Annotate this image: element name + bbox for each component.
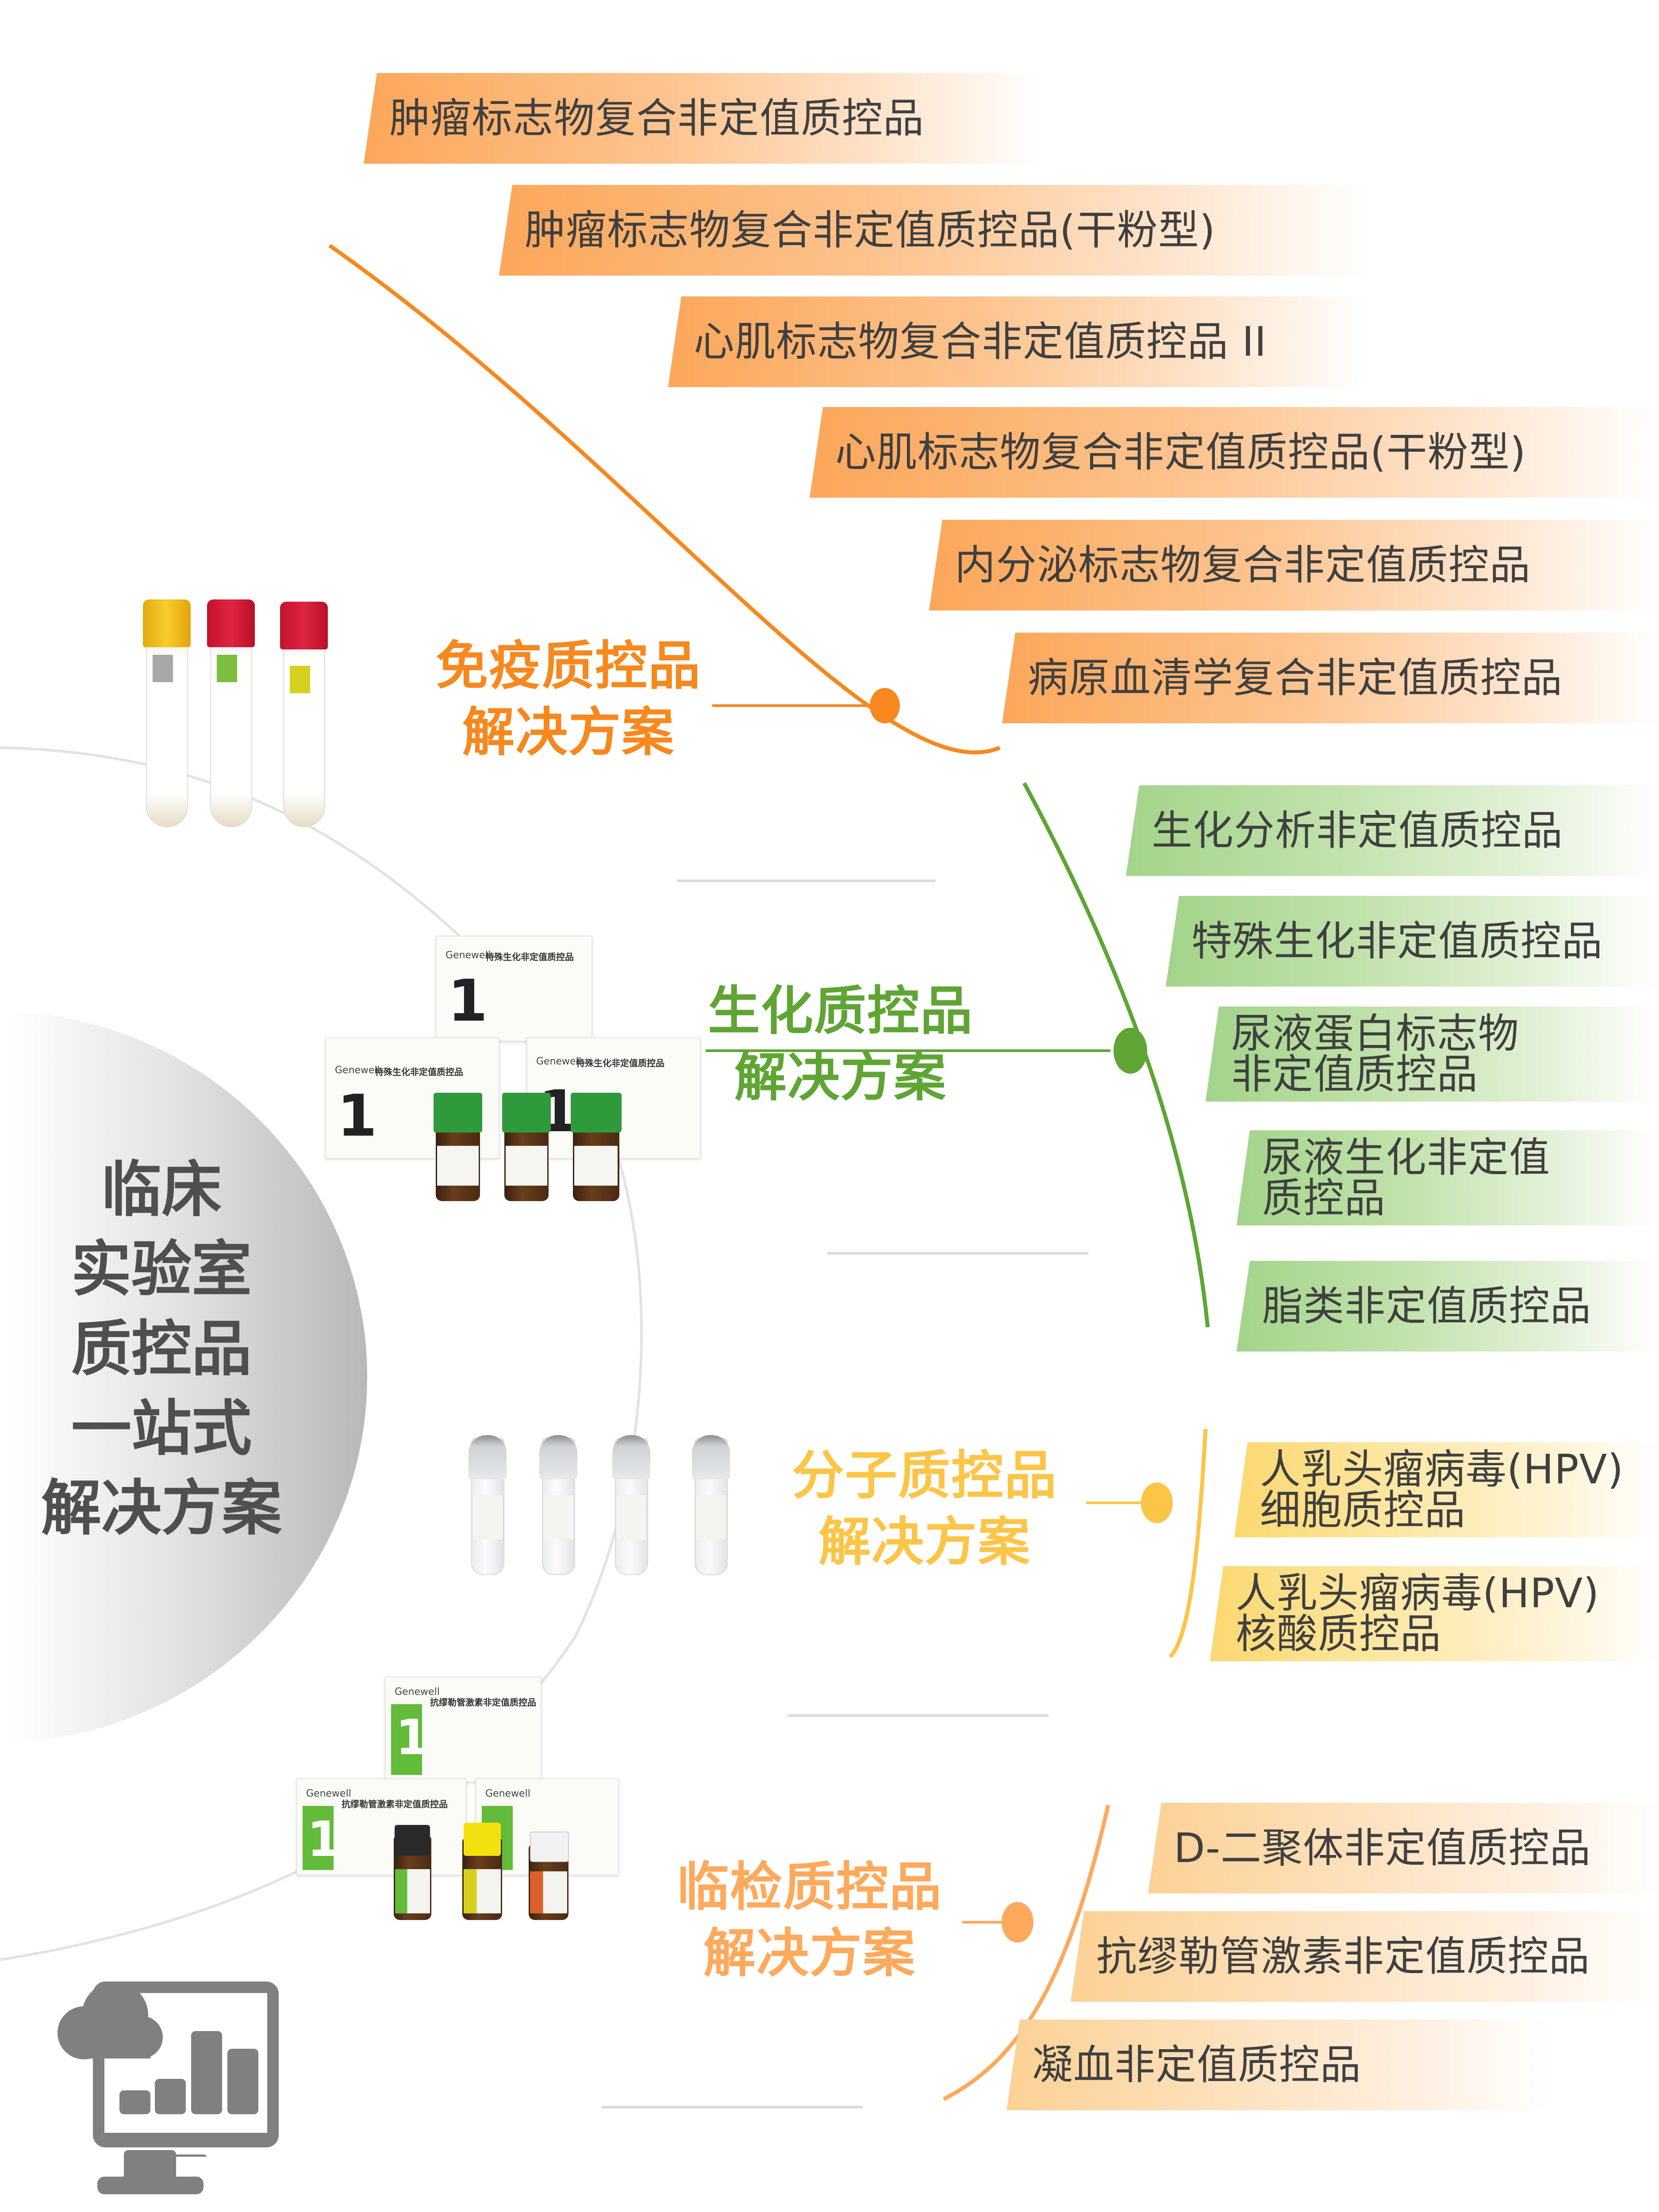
hero-line: 临床 [101,1155,222,1225]
product-banner-biochem-3[interactable]: 尿液蛋白标志物 非定值质控品 [1206,1006,1659,1102]
banner-label: 特殊生化非定值质控品 [1191,917,1603,965]
product-banner-clinical-2[interactable]: 凝血非定值质控品 [1006,2020,1548,2110]
category-title-line1: 分子质控品 [791,1445,1057,1506]
banner-label: D-二聚体非定值质控品 [1174,1824,1591,1872]
product-banner-immune-1[interactable]: 肿瘤标志物复合非定值质控品 [364,73,1041,164]
banner-label: 生化分析非定值质控品 [1152,806,1563,854]
monitor-stand-icon [97,2150,204,2194]
cloud-monitor-chart-icon [58,1982,279,2157]
divider-3 [787,1714,1048,1717]
product-banner-immune-3[interactable]: 心肌标志物复合非定值质控品 II [668,296,1367,387]
banner-label: 凝血非定值质控品 [1032,2041,1362,2089]
hero-line: 实验室 [71,1235,252,1305]
banner-label: 脂类非定值质控品 [1262,1282,1592,1330]
product-banner-biochem-4[interactable]: 尿液生化非定值 质控品 [1237,1130,1659,1225]
hero-line: 一站式 [71,1394,252,1464]
product-banner-biochem-2[interactable]: 特殊生化非定值质控品 [1166,896,1659,987]
category-title-line1: 生化质控品 [707,980,973,1041]
category-title-molecular: 分子质控品 解决方案 [770,1442,1079,1575]
hero-title: 临床 实验室 质控品 一站式 解决方案 [9,1150,314,1548]
category-title-clinical: 临检质控品 解决方案 [655,1854,964,1986]
category-title-line1: 临检质控品 [676,1856,942,1917]
banner-label: 内分泌标志物复合非定值质控品 [955,541,1531,589]
banner-label: 人乳头瘤病毒(HPV) 细胞质控品 [1260,1445,1624,1534]
divider-2 [827,1252,1088,1255]
product-banner-immune-6[interactable]: 病原血清学复合非定值质控品 [1002,633,1659,723]
category-title-line2: 解决方案 [734,1047,947,1108]
banner-label: 心肌标志物复合非定值质控品 II [694,318,1267,365]
category-title-biochem: 生化质控品 解决方案 [686,978,995,1110]
hero-line: 解决方案 [41,1474,282,1544]
banner-label: 尿液蛋白标志物 非定值质控品 [1231,1010,1520,1098]
category-title-immune: 免疫质控品 解决方案 [414,633,723,765]
product-banner-molecular-2[interactable]: 人乳头瘤病毒(HPV) 核酸质控品 [1210,1566,1659,1661]
product-banner-immune-4[interactable]: 心肌标志物复合非定值质控品(干粉型) [810,407,1659,498]
product-banner-immune-2[interactable]: 肿瘤标志物复合非定值质控品(干粉型) [499,185,1366,276]
category-title-line2: 解决方案 [703,1923,916,1984]
banner-label: 心肌标志物复合非定值质控品(干粉型) [835,428,1526,476]
banner-label: 人乳头瘤病毒(HPV) 核酸质控品 [1236,1569,1600,1658]
product-banner-clinical-2[interactable]: 抗缪勒管激素非定值质控品 [1071,1911,1659,2002]
banner-label: 病原血清学复合非定值质控品 [1028,654,1563,702]
category-title-line2: 解决方案 [818,1511,1031,1572]
product-banner-biochem-1[interactable]: 生化分析非定值质控品 [1126,785,1659,876]
product-banner-immune-5[interactable]: 内分泌标志物复合非定值质控品 [929,520,1659,611]
product-banner-biochem-5[interactable]: 脂类非定值质控品 [1237,1261,1659,1352]
product-banner-molecular-1[interactable]: 人乳头瘤病毒(HPV) 细胞质控品 [1234,1442,1659,1537]
category-title-line2: 解决方案 [462,702,675,763]
banner-label: 肿瘤标志物复合非定值质控品(干粉型) [525,206,1216,254]
banner-label: 肿瘤标志物复合非定值质控品 [389,94,925,142]
divider-1 [677,879,936,882]
banner-label: 尿液生化非定值 质控品 [1262,1133,1551,1222]
hero-line: 质控品 [71,1314,252,1384]
banner-label: 抗缪勒管激素非定值质控品 [1096,1932,1590,1980]
product-banner-clinical-1[interactable]: D-二聚体非定值质控品 [1148,1803,1659,1893]
divider-4 [602,2106,863,2108]
category-title-line1: 免疫质控品 [435,635,701,696]
